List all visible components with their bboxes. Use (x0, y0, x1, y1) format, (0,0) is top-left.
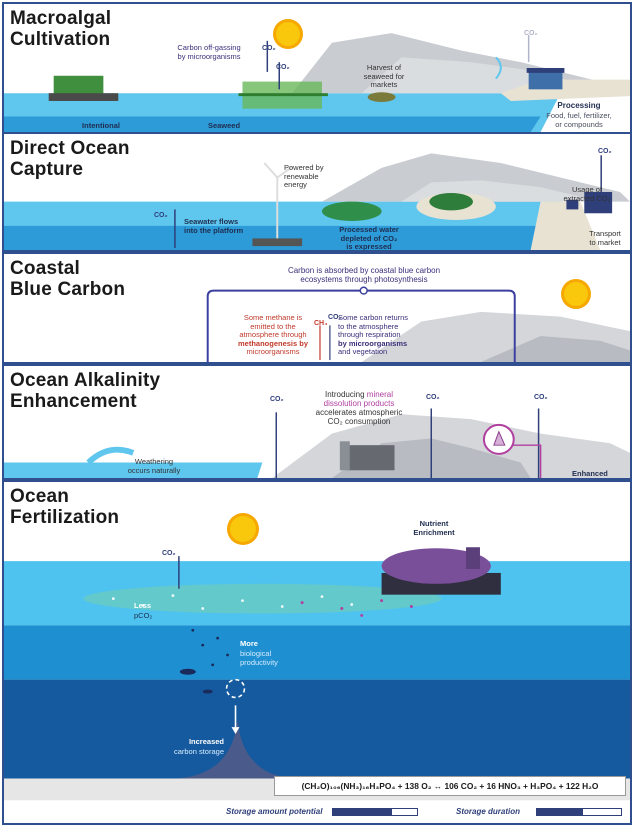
coastal-scene (206, 286, 630, 362)
title-line-2: Cultivation (10, 29, 111, 50)
seawater-label: Seawater flows into the platform (184, 217, 244, 235)
co2-label: CO₂ (262, 45, 276, 52)
sun-icon (564, 282, 588, 306)
nutrient-label: Nutrient Enrichment (413, 519, 455, 537)
storage-duration-scale (536, 808, 622, 816)
title-line-2: Blue Carbon (10, 279, 126, 300)
title-line-1: Ocean Alkalinity (10, 370, 161, 391)
fertilization-scene (4, 547, 630, 801)
powered-label: Powered by renewable energy (284, 163, 324, 189)
more-label: More (240, 639, 258, 648)
title-line-1: Ocean (10, 486, 70, 507)
offgassing-label: Carbon off-gassing by microorganisms (177, 43, 241, 61)
co2-label: CO₂ (524, 30, 538, 37)
reaction-equation: (CH₂O)₁₀₆(NH₃)₁₆H₃PO₄ + 138 O₂ ↔ 106 CO₂… (274, 776, 626, 796)
storage-potential-fill (333, 809, 392, 815)
intentional-label: Intentional (82, 121, 120, 130)
title-line-1: Coastal (10, 258, 81, 279)
title-line-2: Enhancement (10, 391, 137, 412)
respiration-label: Some carbon returns to the atmosphere th… (338, 313, 409, 356)
panel-macroalgal-cultivation: Macroalgal Cultivation Carbon off-gassin… (2, 2, 632, 134)
sun-icon (230, 516, 256, 542)
storage-duration-fill (537, 809, 584, 815)
panel-title: Ocean Alkalinity Enhancement (10, 370, 160, 412)
co2-label: CO₂ (162, 550, 176, 557)
storage-potential-scale (332, 808, 418, 816)
increased-sub-label: carbon storage (173, 747, 224, 756)
storage-potential-label: Storage amount potential (226, 807, 323, 816)
panel-title: Ocean Fertilization (10, 486, 119, 528)
co2-label: CO₂ (426, 394, 440, 401)
panel-title: Coastal Blue Carbon (10, 258, 125, 300)
title-line-2: Capture (10, 159, 84, 180)
sun-icon (276, 22, 300, 46)
title-line-1: Direct Ocean (10, 138, 130, 159)
direct-capture-scene (4, 153, 630, 250)
processing-sub-label: Food, fuel, fertilizer, or compounds (546, 111, 612, 129)
enhanced-label: Enhanced (572, 469, 608, 478)
transport-label: Transport to market (589, 229, 621, 247)
processed-water-label: Processed water depleted of CO₂ is expre… (339, 225, 399, 251)
ch4-label: CH₄ (314, 320, 328, 327)
macroalgal-scene (4, 33, 630, 132)
co2-label: CO₂ (276, 64, 290, 71)
processing-label: Processing (557, 101, 601, 110)
co2-label: CO₂ (270, 396, 284, 403)
panel-ocean-alkalinity-enhancement: Ocean Alkalinity Enhancement Introducing… (2, 364, 632, 480)
alkalinity-scene (4, 408, 630, 478)
storage-duration-label: Storage duration (456, 807, 521, 816)
usage-label: Usage of extracted CO₂ (563, 185, 611, 203)
title-line-2: Fertilization (10, 507, 120, 528)
harvest-label: Harvest of seaweed for markets (363, 63, 405, 89)
co2-label: CO₂ (534, 394, 548, 401)
co2-label: CO₂ (328, 314, 342, 321)
less-label: Less (134, 601, 152, 610)
panel-coastal-blue-carbon: Coastal Blue Carbon Carbon is absorbed b… (2, 252, 632, 364)
less-sub-label: pCO₂ (134, 611, 153, 620)
seaweed-label: Seaweed (207, 121, 241, 130)
title-line-1: Macroalgal (10, 8, 112, 29)
more-sub-label: biological productivity (240, 649, 278, 667)
co2-label: CO₂ (598, 148, 612, 155)
increased-label: Increased (188, 737, 224, 746)
introducing-label: Introducing mineral dissolution products… (315, 390, 403, 426)
panel-direct-ocean-capture: Direct Ocean Capture Powered by renewabl… (2, 132, 632, 252)
panel-ocean-fertilization: Ocean Fertilization CO₂ Nutrient Enrichm… (2, 480, 632, 825)
absorbed-label: Carbon is absorbed by coastal blue carbo… (287, 266, 441, 284)
weathering-label: Weathering occurs naturally (127, 457, 181, 475)
methane-label: Some methane is emitted to the atmospher… (237, 313, 309, 356)
panel-title: Macroalgal Cultivation (10, 8, 111, 50)
panel-title: Direct Ocean Capture (10, 138, 130, 180)
co2-label: CO₂ (154, 212, 168, 219)
